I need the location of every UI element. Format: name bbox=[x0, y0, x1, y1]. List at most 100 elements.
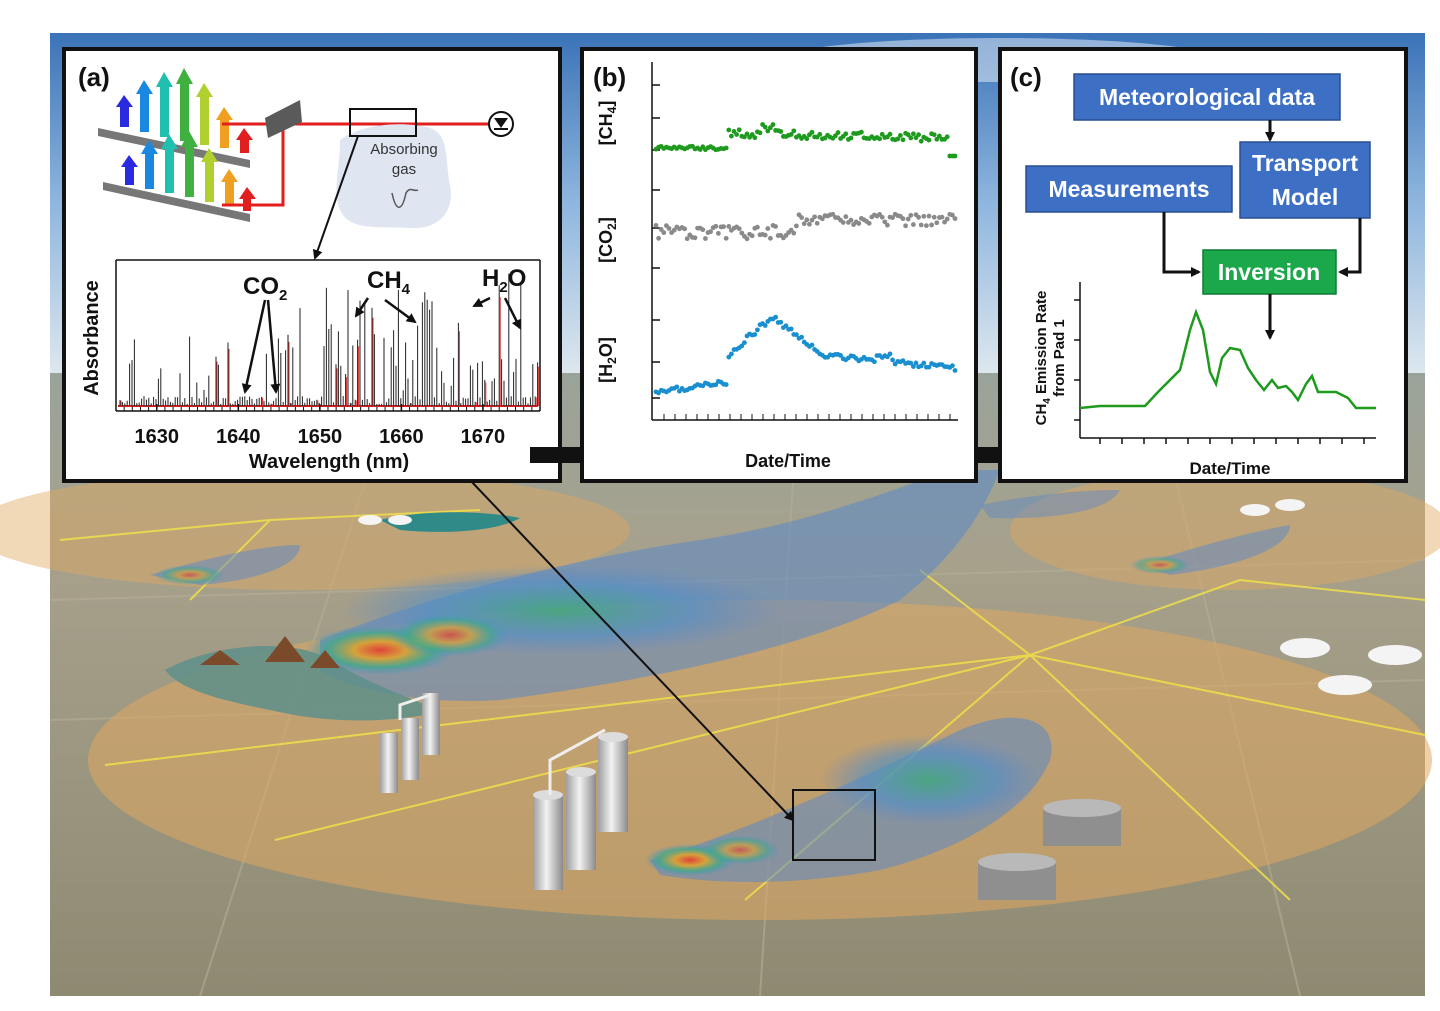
h2o-point bbox=[739, 343, 745, 349]
co2-point bbox=[911, 222, 916, 227]
ch4-point bbox=[900, 137, 906, 143]
co2-point bbox=[885, 222, 890, 228]
ch4-point bbox=[723, 145, 729, 151]
ch4-point bbox=[937, 133, 942, 139]
co2-point bbox=[739, 230, 745, 236]
transport-model-box: Transport Model bbox=[1239, 141, 1371, 219]
co2-point bbox=[929, 222, 934, 228]
h2o-sub: 2 bbox=[499, 279, 507, 296]
co2-point bbox=[656, 235, 661, 241]
co2-point bbox=[903, 223, 908, 229]
absorbing-gas-label-line2: gas bbox=[392, 161, 416, 178]
ch4-point bbox=[931, 132, 937, 138]
ch4-point bbox=[944, 134, 950, 140]
domed-tanks bbox=[358, 499, 1422, 695]
ch4-point bbox=[770, 122, 776, 127]
co2-point bbox=[684, 236, 690, 242]
svg-text:H2O: H2O bbox=[482, 265, 526, 296]
h2o-point bbox=[674, 384, 680, 390]
large-cylindrical-tanks bbox=[978, 799, 1121, 900]
panel-b-xticks bbox=[663, 414, 951, 420]
h2o-point bbox=[799, 334, 804, 340]
co2-point bbox=[713, 223, 719, 229]
emission-axes bbox=[1079, 282, 1376, 439]
ch4-point bbox=[952, 153, 958, 159]
co2-point bbox=[791, 230, 797, 236]
emission-rate-curve bbox=[1079, 308, 1376, 410]
h2o-point bbox=[890, 357, 895, 363]
ch4-sub: 4 bbox=[402, 281, 411, 298]
ch4-point bbox=[843, 131, 849, 137]
ch4-point bbox=[877, 136, 882, 142]
dirt-mounds bbox=[200, 636, 340, 668]
h2o-point bbox=[911, 364, 916, 369]
ch4-point bbox=[833, 133, 838, 139]
ch4-point bbox=[848, 135, 854, 141]
ch4-point bbox=[778, 129, 784, 134]
co2-point bbox=[744, 236, 750, 242]
absorbing-gas-cloud: Absorbing gas bbox=[336, 124, 451, 229]
ch4-annotation: CH4 bbox=[354, 267, 417, 324]
h2o-point bbox=[729, 351, 734, 357]
svg-text:Model: Model bbox=[1272, 184, 1338, 210]
panel-b-axes bbox=[651, 62, 958, 421]
co2-point bbox=[794, 223, 799, 229]
zoom-arrow bbox=[469, 479, 795, 822]
co2-point bbox=[952, 216, 958, 222]
h2o-point bbox=[778, 319, 784, 325]
methane-plume-small bbox=[150, 490, 1290, 585]
co2-point bbox=[658, 227, 664, 232]
photodetector-icon bbox=[488, 111, 514, 137]
ch4-point bbox=[859, 129, 864, 135]
ch4-point bbox=[918, 138, 924, 144]
co2-point bbox=[721, 224, 726, 230]
co2-label: CO bbox=[243, 273, 279, 300]
h2o-point bbox=[887, 351, 893, 357]
co2-point bbox=[661, 230, 667, 236]
co2-point bbox=[900, 216, 906, 222]
co2-point bbox=[736, 226, 742, 232]
ch4-point bbox=[895, 136, 901, 142]
co2-point bbox=[799, 215, 804, 220]
co2-point bbox=[843, 214, 849, 220]
co2-point bbox=[926, 213, 932, 219]
h2o-point bbox=[908, 360, 914, 366]
h2o-point bbox=[794, 332, 799, 338]
h2o-point bbox=[913, 360, 919, 366]
ch4-point bbox=[809, 129, 815, 135]
h2o-point bbox=[809, 342, 815, 348]
co2-point bbox=[692, 235, 698, 241]
panel-b-series bbox=[653, 122, 958, 396]
svg-text:Meteorological data: Meteorological data bbox=[1099, 84, 1315, 110]
svg-text:Transport: Transport bbox=[1252, 150, 1358, 176]
co2-point bbox=[723, 235, 729, 241]
emission-ticks bbox=[1074, 299, 1365, 444]
co2-point bbox=[840, 220, 846, 225]
spectrum-xtick-label: 1660 bbox=[379, 426, 424, 448]
h2o-point bbox=[723, 382, 729, 387]
co2-point bbox=[809, 217, 815, 223]
co2-point bbox=[716, 231, 721, 236]
ch4-point bbox=[744, 131, 750, 137]
ch4-point bbox=[762, 124, 768, 130]
ch4-point bbox=[887, 131, 893, 137]
spectrum-pointer bbox=[312, 135, 359, 260]
co2-point bbox=[830, 211, 836, 217]
co2-point bbox=[890, 215, 895, 221]
ch4-point bbox=[788, 132, 794, 137]
h2o-label-h: H bbox=[482, 265, 499, 292]
absorbing-gas-label-line1: Absorbing bbox=[370, 141, 438, 158]
spectrum-xtick-label: 1640 bbox=[216, 426, 261, 448]
ch4-point bbox=[898, 133, 903, 138]
ch4-point bbox=[791, 128, 797, 134]
co2-point bbox=[703, 236, 708, 241]
svg-text:Inversion: Inversion bbox=[1218, 259, 1320, 285]
co2-point bbox=[666, 225, 672, 231]
h2o-point bbox=[783, 323, 789, 329]
co2-point bbox=[882, 219, 888, 225]
co2-point bbox=[918, 222, 924, 228]
ch4-point bbox=[926, 137, 932, 143]
h2o-point bbox=[952, 368, 958, 373]
measurements-box: Measurements bbox=[1025, 165, 1233, 213]
ch4-point bbox=[734, 132, 739, 137]
